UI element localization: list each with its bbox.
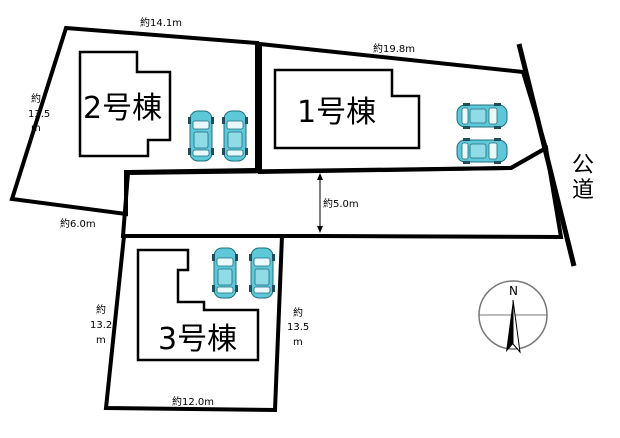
- building-2-footprint: [78, 50, 172, 158]
- car-icon: [248, 247, 276, 299]
- dim-left-depth-3: m: [31, 123, 41, 134]
- car-icon: [211, 247, 239, 299]
- dim-top-left: 約14.1m: [140, 16, 182, 29]
- dim-lot3-right-1: 約: [293, 306, 303, 319]
- dim-lot3-left-3: m: [96, 335, 106, 346]
- car-icon: [456, 137, 508, 165]
- dim-lot3-bottom: 約12.0m: [172, 395, 214, 408]
- dim-left-depth-2: 13.5: [28, 109, 50, 120]
- road-label-1: 公: [572, 153, 594, 178]
- road-edge: [516, 43, 577, 267]
- dim-lot3-right-3: m: [293, 337, 303, 348]
- dim-lot3-right-2: 13.5: [287, 322, 309, 333]
- dim-lot3-left-2: 13.2: [90, 320, 112, 331]
- building-3-label: 3号棟: [158, 322, 237, 357]
- lot-3-outline: [103, 234, 285, 413]
- dim-flag-width: 約6.0m: [60, 217, 96, 230]
- dim-lot3-left-1: 約: [96, 303, 106, 316]
- building-1-label: 1号棟: [297, 95, 376, 130]
- dim-drive-width: 約5.0m: [323, 197, 359, 210]
- lot-2-outline: [9, 25, 259, 217]
- dim-top-right: 約19.8m: [373, 42, 415, 55]
- compass-icon: N: [478, 280, 548, 354]
- building-1-footprint: [273, 68, 421, 150]
- arrow-head-down: [317, 226, 323, 233]
- building-3-footprint: [136, 248, 260, 362]
- compass-north-label: N: [509, 284, 518, 298]
- car-icon: [456, 102, 508, 130]
- building-2-label: 2号棟: [83, 91, 162, 126]
- dim-left-depth-1: 約: [31, 92, 41, 105]
- car-icon: [221, 110, 249, 162]
- road-label-2: 道: [572, 178, 594, 203]
- arrow-head-up: [317, 173, 323, 180]
- car-icon: [187, 110, 215, 162]
